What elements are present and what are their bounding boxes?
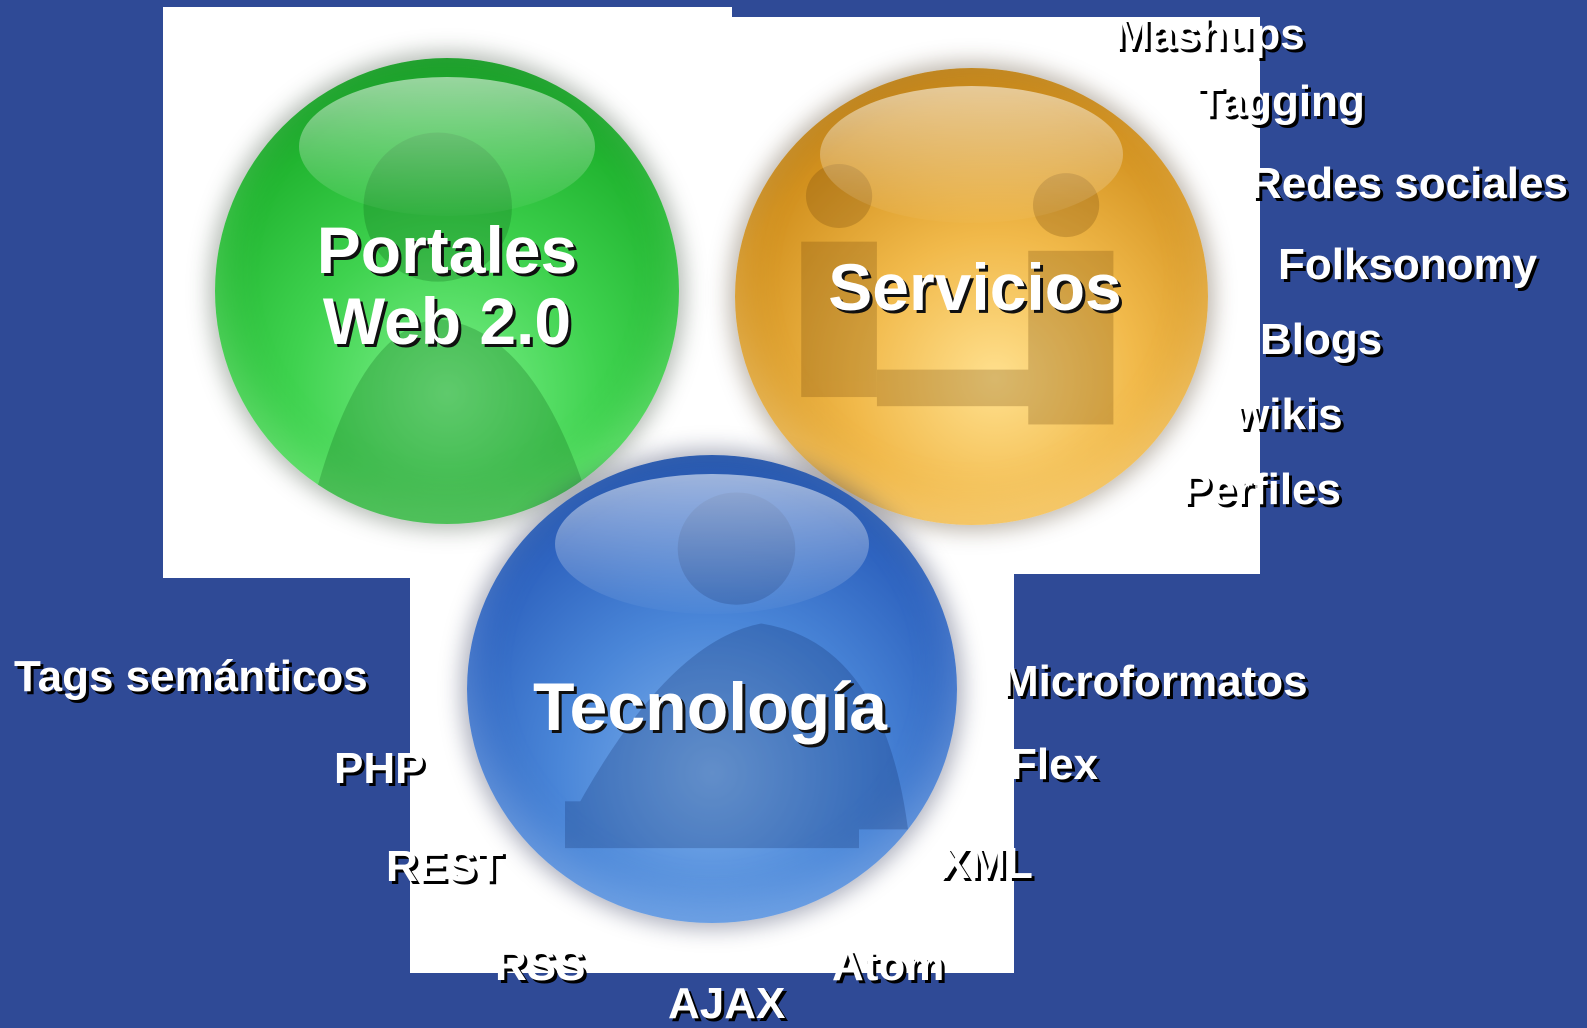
keyword-xml: XML (940, 839, 1033, 888)
keyword-ajax: AJAX (668, 979, 786, 1028)
orb-highlight (298, 76, 596, 217)
keyword-tags-semanticos: Tags semánticos (14, 652, 368, 701)
servicios-title: Servicios (828, 250, 1122, 324)
tecnologia-title: Tecnología (533, 669, 887, 745)
portales-title-line2: Web 2.0 (322, 284, 572, 359)
keyword-flex: Flex (1010, 740, 1099, 789)
keyword-tagging: Tagging (1197, 77, 1365, 126)
keyword-blogs: Blogs (1260, 315, 1383, 364)
keyword-php: PHP (334, 744, 425, 793)
keyword-perfiles: Perfiles (1182, 465, 1341, 514)
keyword-microformatos: Microformatos (1002, 657, 1308, 706)
keyword-mashups: Mashups (1114, 10, 1305, 59)
keyword-folksonomy: Folksonomy (1278, 240, 1538, 289)
portales-title-line1: Portales (316, 213, 578, 287)
servicios-orb (735, 68, 1208, 525)
keyword-wikis: wikis (1235, 390, 1343, 439)
orb-highlight (555, 473, 869, 615)
keyword-rest: REST (386, 842, 504, 891)
keyword-atom: Atom (832, 941, 945, 990)
orb-highlight (820, 86, 1123, 224)
keyword-redes-sociales: Redes sociales (1250, 159, 1568, 208)
keyword-rss: RSS (495, 941, 586, 990)
portales-title: Portales Web 2.0 (240, 213, 654, 359)
portales-orb (215, 58, 679, 524)
tecnologia-orb (467, 455, 957, 923)
